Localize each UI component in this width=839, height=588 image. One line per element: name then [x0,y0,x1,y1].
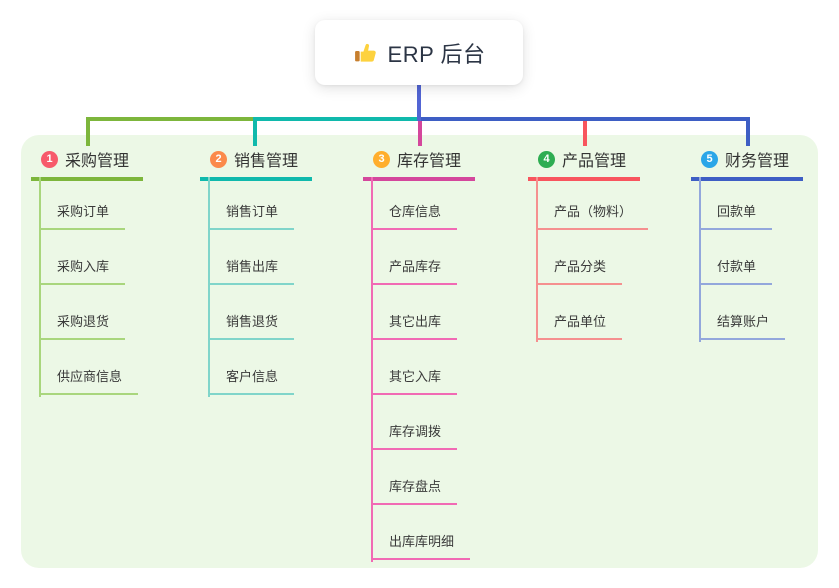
child-node[interactable]: 出库库明细 [371,532,471,560]
branch-title[interactable]: 4 产品管理 [528,147,641,181]
branch-group-4: 4 产品管理产品（物料） 产品分类产品单位 [528,147,649,342]
branch-title[interactable]: 5 财务管理 [691,147,804,181]
child-node[interactable]: 产品库存 [371,257,458,285]
child-node[interactable]: 其它出库 [371,312,458,340]
branch-title-label: 产品管理 [562,153,627,170]
child-node[interactable]: 库存调拨 [371,422,458,450]
root-title: ERP 后台 [387,41,486,67]
branch-spine [39,177,41,397]
child-node[interactable]: 产品单位 [536,312,623,340]
branch-title-label: 财务管理 [725,153,790,170]
child-node[interactable]: 采购订单 [39,202,126,230]
branch-title-label: 采购管理 [65,153,130,170]
branch-title[interactable]: 2 销售管理 [200,147,313,181]
child-node[interactable]: 结算账户 [699,312,786,340]
child-node[interactable]: 其它入库 [371,367,458,395]
branch-title[interactable]: 1 采购管理 [31,147,144,181]
child-node[interactable]: 供应商信息 [39,367,139,395]
child-node[interactable]: 回款单 [699,202,773,230]
branch-number-badge: 2 [210,150,227,168]
branch-spine [208,177,210,397]
branch-number-badge: 5 [701,150,718,168]
child-node[interactable]: 产品（物料） [536,202,649,230]
root-node-erp[interactable]: ERP 后台 [315,20,523,85]
branch-number-badge: 3 [373,150,390,168]
branch-group-5: 5 财务管理回款单付款单结算账户 [691,147,804,342]
mindmap-panel [21,135,818,568]
child-node[interactable]: 库存盘点 [371,477,458,505]
branch-title-label: 销售管理 [234,153,299,170]
branch-group-1: 1 采购管理采购订单采购入库采购退货供应商信息 [31,147,144,397]
child-node[interactable]: 销售退货 [208,312,295,340]
child-node[interactable]: 销售订单 [208,202,295,230]
branch-title[interactable]: 3 库存管理 [363,147,476,181]
child-node[interactable]: 采购入库 [39,257,126,285]
branch-title-label: 库存管理 [397,153,462,170]
branch-group-2: 2 销售管理销售订单销售出库销售退货客户信息 [200,147,313,397]
branch-group-3: 3 库存管理仓库信息产品库存其它出库其它入库库存调拨库存盘点出库库明细 [363,147,476,562]
branch-spine [699,177,701,342]
thumbs-up-icon [353,40,378,65]
child-node[interactable]: 付款单 [699,257,773,285]
branch-number-badge: 1 [41,150,58,168]
child-node[interactable]: 产品分类 [536,257,623,285]
child-node[interactable]: 采购退货 [39,312,126,340]
branch-spine [371,177,373,562]
child-node[interactable]: 销售出库 [208,257,295,285]
branch-spine [536,177,538,342]
branch-number-badge: 4 [538,150,555,168]
child-node[interactable]: 客户信息 [208,367,295,395]
child-node[interactable]: 仓库信息 [371,202,458,230]
